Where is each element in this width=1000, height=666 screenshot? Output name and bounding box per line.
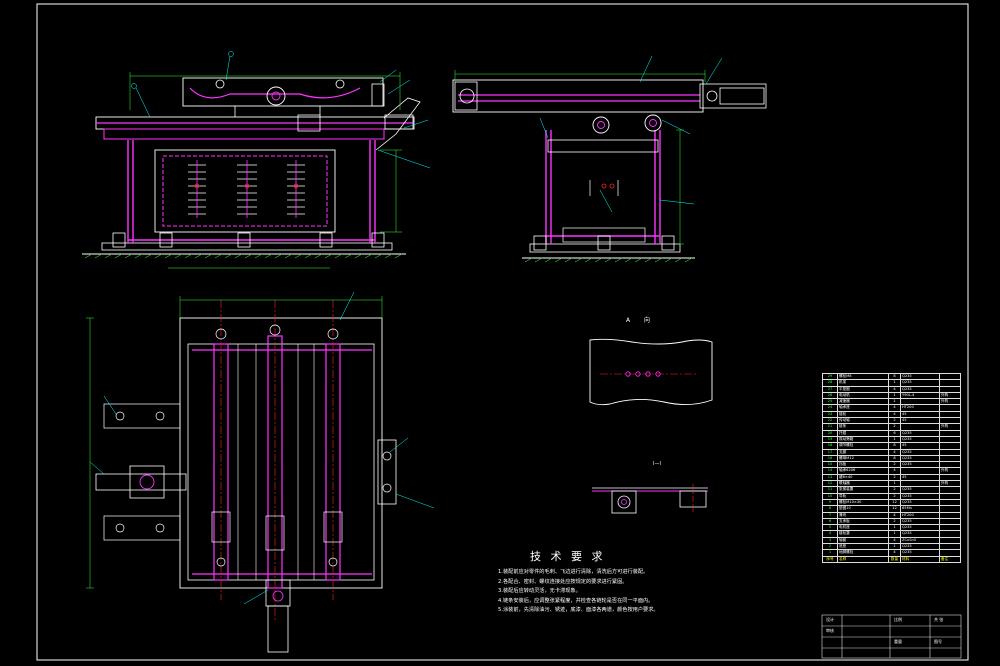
bom-cell xyxy=(939,379,961,387)
bom-cell xyxy=(939,417,961,425)
side-view xyxy=(452,55,767,263)
outer-frame xyxy=(36,3,969,661)
bom-cell xyxy=(939,454,961,463)
title-drawing-no: 图号 xyxy=(934,639,942,644)
bom-cell xyxy=(939,505,961,513)
bom-cell xyxy=(939,492,961,500)
bom-cell xyxy=(939,473,961,482)
view-a-label: A 向 xyxy=(626,317,657,324)
bom-cell xyxy=(939,429,961,437)
bom-cell: 外购 xyxy=(939,391,961,400)
bom-cell: 外购 xyxy=(939,467,961,475)
title-check: 审核 xyxy=(826,628,834,633)
bom-cell xyxy=(939,486,961,494)
bom-header-row: 序号名称数量材料备注 xyxy=(822,555,961,563)
tech-requirement-item: 1.装配前应对零件的毛刺、飞边进行清除，清洗后方可进行装配。 xyxy=(498,569,649,575)
plan-view xyxy=(86,291,435,653)
tech-requirement-item: 4.链条安装后，应调整张紧程度，并检查各链轮是否在同一平面内。 xyxy=(498,597,654,604)
bom-cell: 外购 xyxy=(939,423,961,431)
bom-cell xyxy=(939,461,961,469)
tech-requirements-title: 技 术 要 求 xyxy=(530,550,606,563)
bom-cell xyxy=(939,385,961,393)
bom-header-cell: 名称 xyxy=(837,555,889,563)
title-block-lines xyxy=(821,614,962,659)
bom-header-cell: 备注 xyxy=(939,555,961,563)
bom-header-cell: 数量 xyxy=(888,555,901,563)
tech-requirement-item: 5.涂装前，先清除油污、锈迹，底漆、面漆各两道，颜色按用户要求。 xyxy=(498,607,659,613)
bom-cell xyxy=(939,448,961,456)
title-design: 设计 xyxy=(826,617,834,622)
title-weight: 重量 xyxy=(894,639,902,644)
section-detail xyxy=(592,484,708,514)
bom-header-cell: 序号 xyxy=(822,555,838,563)
front-view xyxy=(82,51,431,269)
bom-cell xyxy=(939,372,961,381)
bom-cell xyxy=(939,410,961,419)
bom-cell xyxy=(939,435,961,444)
bom-header-cell: 材料 xyxy=(900,555,940,563)
view-a-detail xyxy=(589,338,713,406)
bom-cell xyxy=(939,442,961,450)
bom-cell: 外购 xyxy=(939,480,961,488)
tech-requirement-item: 3.装配后应转动灵活，无卡滞现象。 xyxy=(498,588,581,594)
title-sheet: 共 张 xyxy=(934,617,944,622)
bom-cell xyxy=(939,404,961,412)
title-scale: 比例 xyxy=(894,617,902,622)
tech-requirements-list: 1.装配前应对零件的毛刺、飞边进行清除，清洗后方可进行装配。 2.各配合、密封、… xyxy=(498,568,708,616)
bom-cell: 外购 xyxy=(939,398,961,406)
section-label: I—I xyxy=(653,461,661,467)
bom-cell xyxy=(939,498,961,507)
tech-requirement-item: 2.各配合、密封、螺纹连接处应按规定的要求进行紧固。 xyxy=(498,578,628,585)
